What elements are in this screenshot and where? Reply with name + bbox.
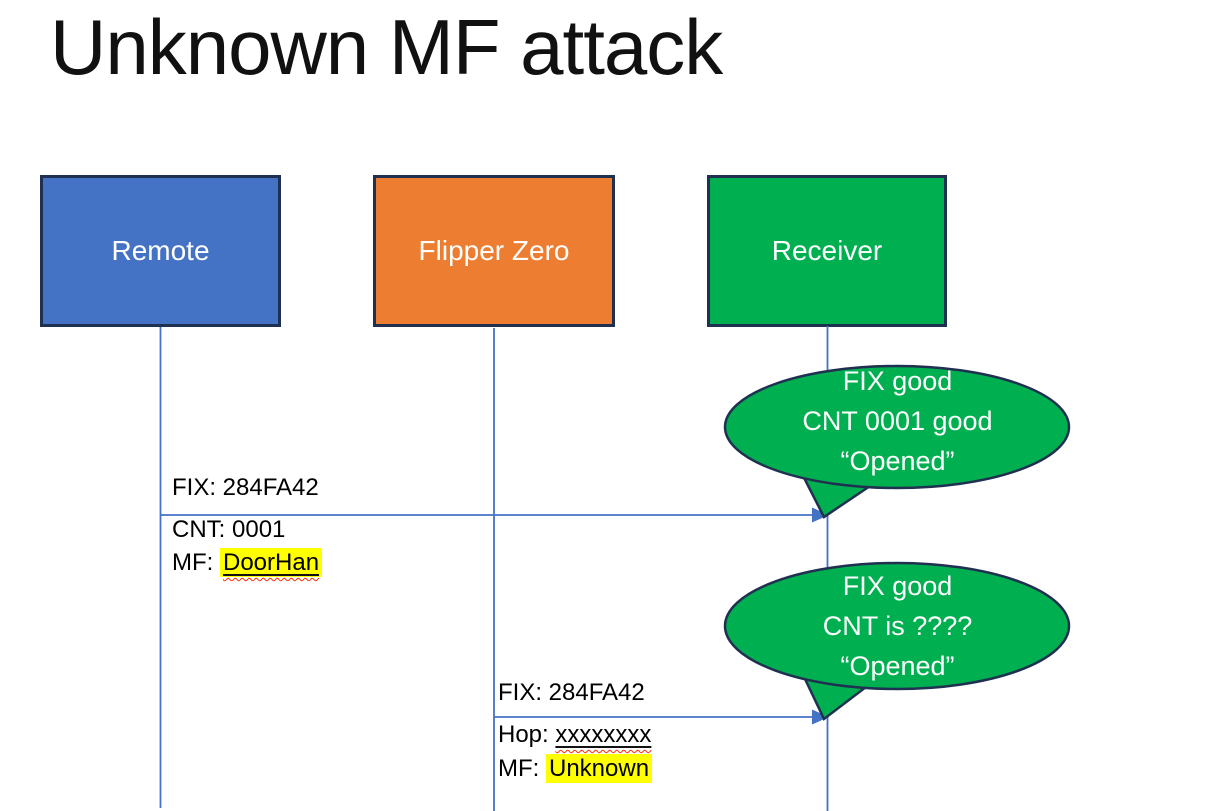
- message-2-line-hop: Hop: xxxxxxxx: [498, 720, 651, 750]
- callout-2-line-1: FIX good: [842, 571, 953, 601]
- callout-1-line-1: FIX good: [842, 366, 953, 396]
- callout-bubble-1: [723, 364, 1071, 519]
- slide-title: Unknown MF attack: [50, 3, 723, 91]
- callout-1-line-2: CNT 0001 good: [802, 406, 993, 436]
- message-1-line-cnt: CNT: 0001: [172, 516, 286, 543]
- actor-label-flipper-zero: Flipper Zero: [418, 235, 570, 266]
- callout-2-text: FIX good CNT is ???? “Opened”: [725, 566, 1070, 686]
- message-2-mf-prefix: MF:: [498, 755, 546, 782]
- message-arrow-2-head-icon: [812, 709, 829, 725]
- message-2-line-mf: MF: Unknown: [498, 754, 653, 784]
- message-2-hop-value: xxxxxxxx: [555, 721, 652, 748]
- callout-2-line-2: CNT is ????: [822, 611, 973, 641]
- callout-1-line-3: “Opened”: [840, 446, 955, 476]
- callout-2-line-3: “Opened”: [840, 651, 955, 681]
- callout-2-ellipse: [723, 561, 1071, 691]
- actor-box-receiver: Receiver: [707, 175, 947, 327]
- actor-label-receiver: Receiver: [771, 235, 883, 266]
- actor-label-remote: Remote: [111, 235, 210, 266]
- callout-1-text: FIX good CNT 0001 good “Opened”: [725, 361, 1070, 481]
- callout-bubble-2: [723, 561, 1071, 721]
- message-2-mf-value-highlighted: Unknown: [546, 754, 653, 783]
- message-arrow-1-head-icon: [812, 507, 829, 523]
- message-1-mf-prefix: MF:: [172, 549, 220, 576]
- callout-1-ellipse: [723, 364, 1071, 490]
- message-2-line-fix: FIX: 284FA42: [498, 679, 645, 706]
- message-1-line-mf: MF: DoorHan: [172, 548, 323, 578]
- message-2-hop-prefix: Hop:: [498, 721, 556, 748]
- actor-box-flipper-zero: Flipper Zero: [373, 175, 615, 327]
- actor-box-remote: Remote: [40, 175, 281, 327]
- message-1-mf-value-highlighted: DoorHan: [220, 548, 323, 577]
- message-1-line-fix: FIX: 284FA42: [172, 474, 319, 501]
